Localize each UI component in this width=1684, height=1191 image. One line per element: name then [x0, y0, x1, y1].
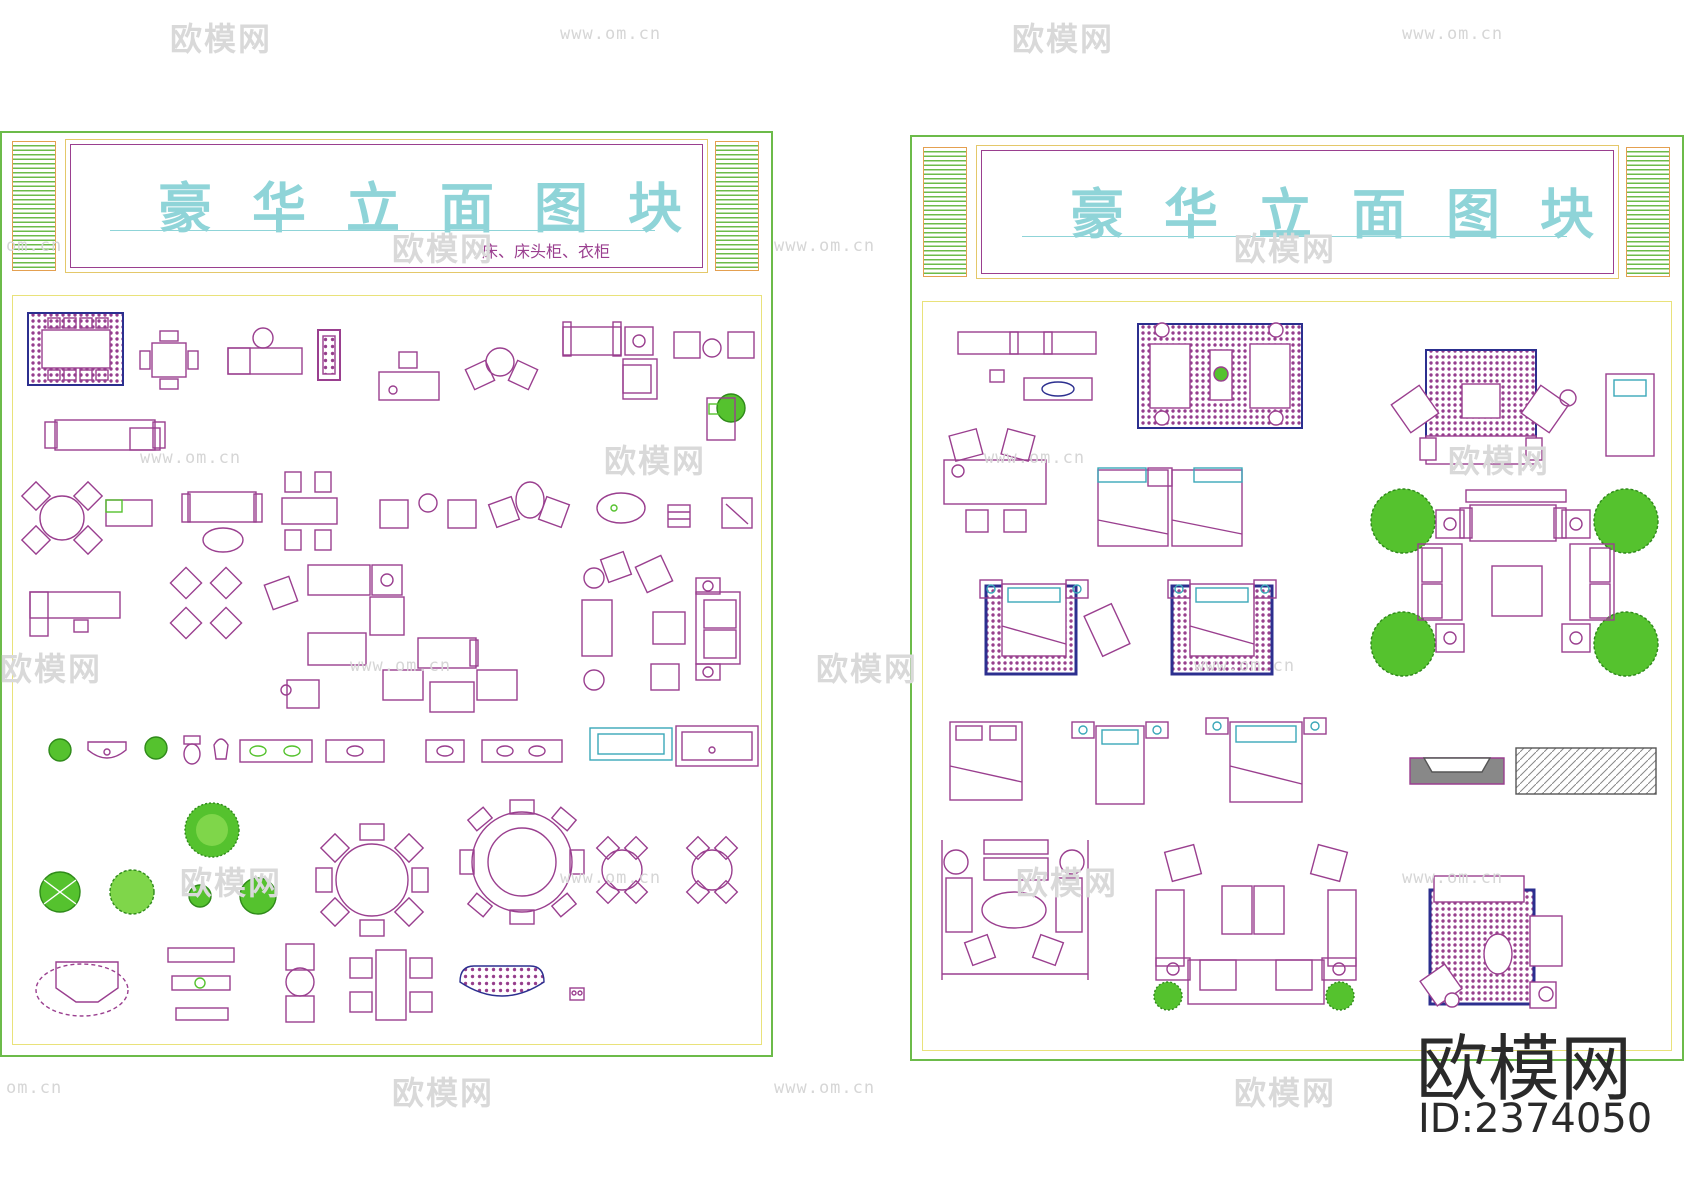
round-dining-table	[39, 495, 85, 541]
brand-name: 欧模网	[1416, 1027, 1633, 1111]
sheet-right-title-rule	[1022, 236, 1567, 237]
square-table	[151, 342, 187, 378]
desk-chairs	[943, 459, 1047, 505]
sheet-left-subtitle: 床、床头柜、衣柜	[482, 242, 611, 261]
sheet-right-title: 豪华立面图块	[1070, 182, 1634, 246]
sheet-left-title-frame	[65, 139, 708, 273]
vanity-double	[239, 739, 313, 763]
watermark-logo-3: 欧模网	[392, 230, 495, 268]
watermark-url-6: www.om.cn	[984, 448, 1086, 468]
sheet-right	[910, 135, 1684, 1061]
sofa-long	[54, 419, 156, 451]
watermark-url-7: www.om.cn	[350, 656, 452, 676]
sofa-u	[1155, 889, 1185, 967]
corner-desk	[55, 961, 119, 1003]
watermark-url-12: www.om.cn	[774, 1078, 876, 1098]
sheet-left	[0, 131, 773, 1057]
dining-table	[41, 329, 111, 369]
sheet-right-title-frame	[976, 145, 1619, 279]
watermark-logo-5: 欧模网	[604, 442, 707, 480]
round-table-8	[335, 843, 409, 917]
sofa-l	[307, 564, 371, 596]
watermark-url-11: om.cn	[6, 1078, 63, 1098]
round-table-12	[471, 811, 573, 913]
double-bed	[949, 721, 1023, 801]
watermark-logo-12: 欧模网	[1234, 1074, 1337, 1112]
watermark-url-10: www.om.cn	[1402, 868, 1504, 888]
tv-cabinet	[957, 331, 1097, 355]
sheet-left-title-rule	[110, 230, 655, 231]
watermark-logo-11: 欧模网	[392, 1074, 495, 1112]
bathtub-large	[675, 725, 759, 767]
oval-table	[515, 481, 545, 519]
living-room-set	[652, 611, 686, 645]
watermark-logo-7: 欧模网	[0, 650, 103, 688]
watermark-logo-2: 欧模网	[1012, 20, 1115, 58]
watermark-logo-8: 欧模网	[816, 650, 919, 688]
sheet-left-furniture-drawing	[20, 312, 759, 1023]
watermark-logo-10: 欧模网	[1016, 864, 1119, 902]
bathtub	[589, 727, 673, 761]
sheet-right-inner-frame	[922, 301, 1672, 1051]
coffee-table	[281, 497, 338, 525]
watermark-logo-9: 欧模网	[180, 864, 283, 902]
tree-1	[1370, 488, 1436, 554]
sheet-left-louver-right	[715, 141, 759, 271]
dining-table-6	[375, 949, 407, 1021]
sheet-left-title-box	[70, 144, 703, 268]
watermark-url-5: www.om.cn	[140, 448, 242, 468]
rug-small	[317, 329, 341, 381]
single-bed	[1605, 373, 1655, 457]
sofa-three	[187, 491, 257, 523]
sheet-left-louver-left	[12, 141, 56, 271]
watermark-url-1: www.om.cn	[560, 24, 662, 44]
watermark-logo-1: 欧模网	[170, 20, 273, 58]
watermark-url-2: www.om.cn	[1402, 24, 1504, 44]
single-bed-nightstands	[1095, 725, 1145, 805]
sheet-right-louver-right	[1626, 147, 1670, 277]
potted-plant	[716, 393, 746, 423]
watermark-logo-6: 欧模网	[1448, 442, 1551, 480]
coffee-table-square	[1491, 565, 1543, 617]
brand-id: ID:2374050	[1418, 1096, 1653, 1142]
sheet-left-inner-frame	[12, 295, 762, 1045]
reception-desk	[378, 371, 440, 401]
sheet-right-title-box	[981, 150, 1614, 274]
double-bed-twin	[1097, 469, 1169, 547]
watermark-url-4: www.om.cn	[774, 236, 876, 256]
sheet-right-furniture-drawing	[941, 322, 1659, 1011]
sofa-set-bottom	[945, 877, 973, 933]
watermark-url-9: www.om.cn	[560, 868, 662, 888]
watermark-url-3: om.cn	[6, 236, 63, 256]
watermark-url-8: www.om.cn	[1194, 656, 1296, 676]
plant-small-1	[48, 738, 72, 762]
watermark-logo-4: 欧模网	[1234, 230, 1337, 268]
sheet-right-louver-left	[923, 147, 967, 277]
sheet-left-title: 豪华立面图块	[158, 176, 722, 240]
decor-panel	[1515, 747, 1657, 795]
